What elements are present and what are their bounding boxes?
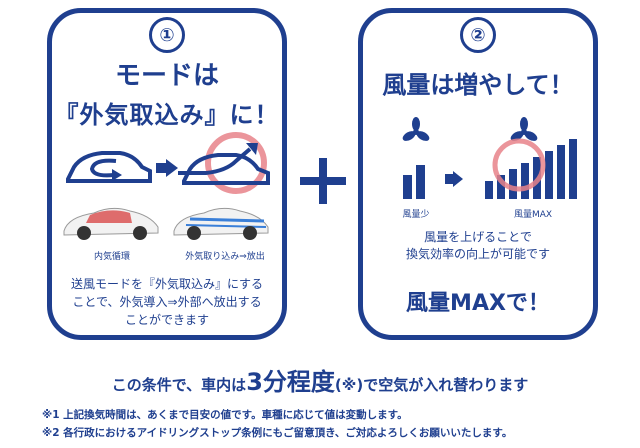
arrow-right-icon: [445, 171, 463, 187]
conclusion-emphasis: 3分程度: [246, 368, 335, 396]
conclusion-mark: (※): [334, 376, 364, 394]
panel2-description: 風量を上げることで 換気効率の向上が可能です: [377, 229, 579, 263]
footnote-1: ※1 上記換気時間は、あくまで目安の値です。車種に応じて値は変動します。: [42, 409, 408, 421]
panel1-title-line1: モードは: [114, 61, 219, 91]
label-fresh-air: 外気取り込み⇒放出: [185, 252, 265, 262]
step-number-1: ①: [149, 17, 185, 53]
footnote-2: ※2 各行政におけるアイドリングストップ条例にもご留意頂き、ご対応よろしくお願い…: [42, 427, 513, 439]
fan-icon: [510, 117, 538, 141]
max-fan-level-bars: [485, 138, 577, 199]
fresh-air-car-icon: [178, 132, 270, 194]
panel2-desc-line: 風量を上げることで: [424, 230, 532, 244]
conclusion-prefix: この条件で、車内は: [111, 376, 247, 394]
arrow-right-icon: [156, 159, 178, 177]
panel1-desc-line: ことができます: [124, 313, 209, 327]
plus-sign: [300, 158, 346, 204]
panel1-title-line2: 『外気取込み』に！: [54, 101, 280, 129]
recirculation-car-icon: [66, 151, 152, 183]
car-photo-fresh-air: [173, 207, 269, 240]
panel1-description: 送風モードを『外気取込み』にする ことで、外気導入⇒外部へ放出する ことができま…: [66, 275, 268, 329]
fan-icon: [402, 117, 430, 141]
panel-mode: ① モードは 『外気取込み』に！ 内気循環 外気取り込み⇒放出 送風モードを『外…: [47, 8, 287, 340]
car-photo-recirculation: [63, 207, 159, 240]
label-recirculation: 内気循環: [93, 252, 130, 262]
panel-fan: ② 風量は増やして！ 風量少: [358, 8, 598, 340]
panel1-desc-line: ことで、外気導入⇒外部へ放出する: [72, 295, 262, 309]
panel1-desc-line: 送風モードを『外気取込み』にする: [70, 277, 264, 291]
step-number-2: ②: [460, 17, 496, 53]
label-low: 風量少: [402, 210, 430, 220]
label-max: 風量MAX: [513, 210, 553, 220]
conclusion-suffix: で空気が入れ替わります: [363, 376, 529, 394]
panel2-title: 風量は増やして！: [382, 71, 574, 99]
low-fan-level-bars: [403, 165, 425, 199]
panel2-callout: 風量MAXで！: [406, 291, 550, 316]
panel2-desc-line: 換気効率の向上が可能です: [405, 247, 550, 261]
conclusion-text: この条件で、車内は3分程度(※)で空気が入れ替わります: [0, 362, 640, 397]
